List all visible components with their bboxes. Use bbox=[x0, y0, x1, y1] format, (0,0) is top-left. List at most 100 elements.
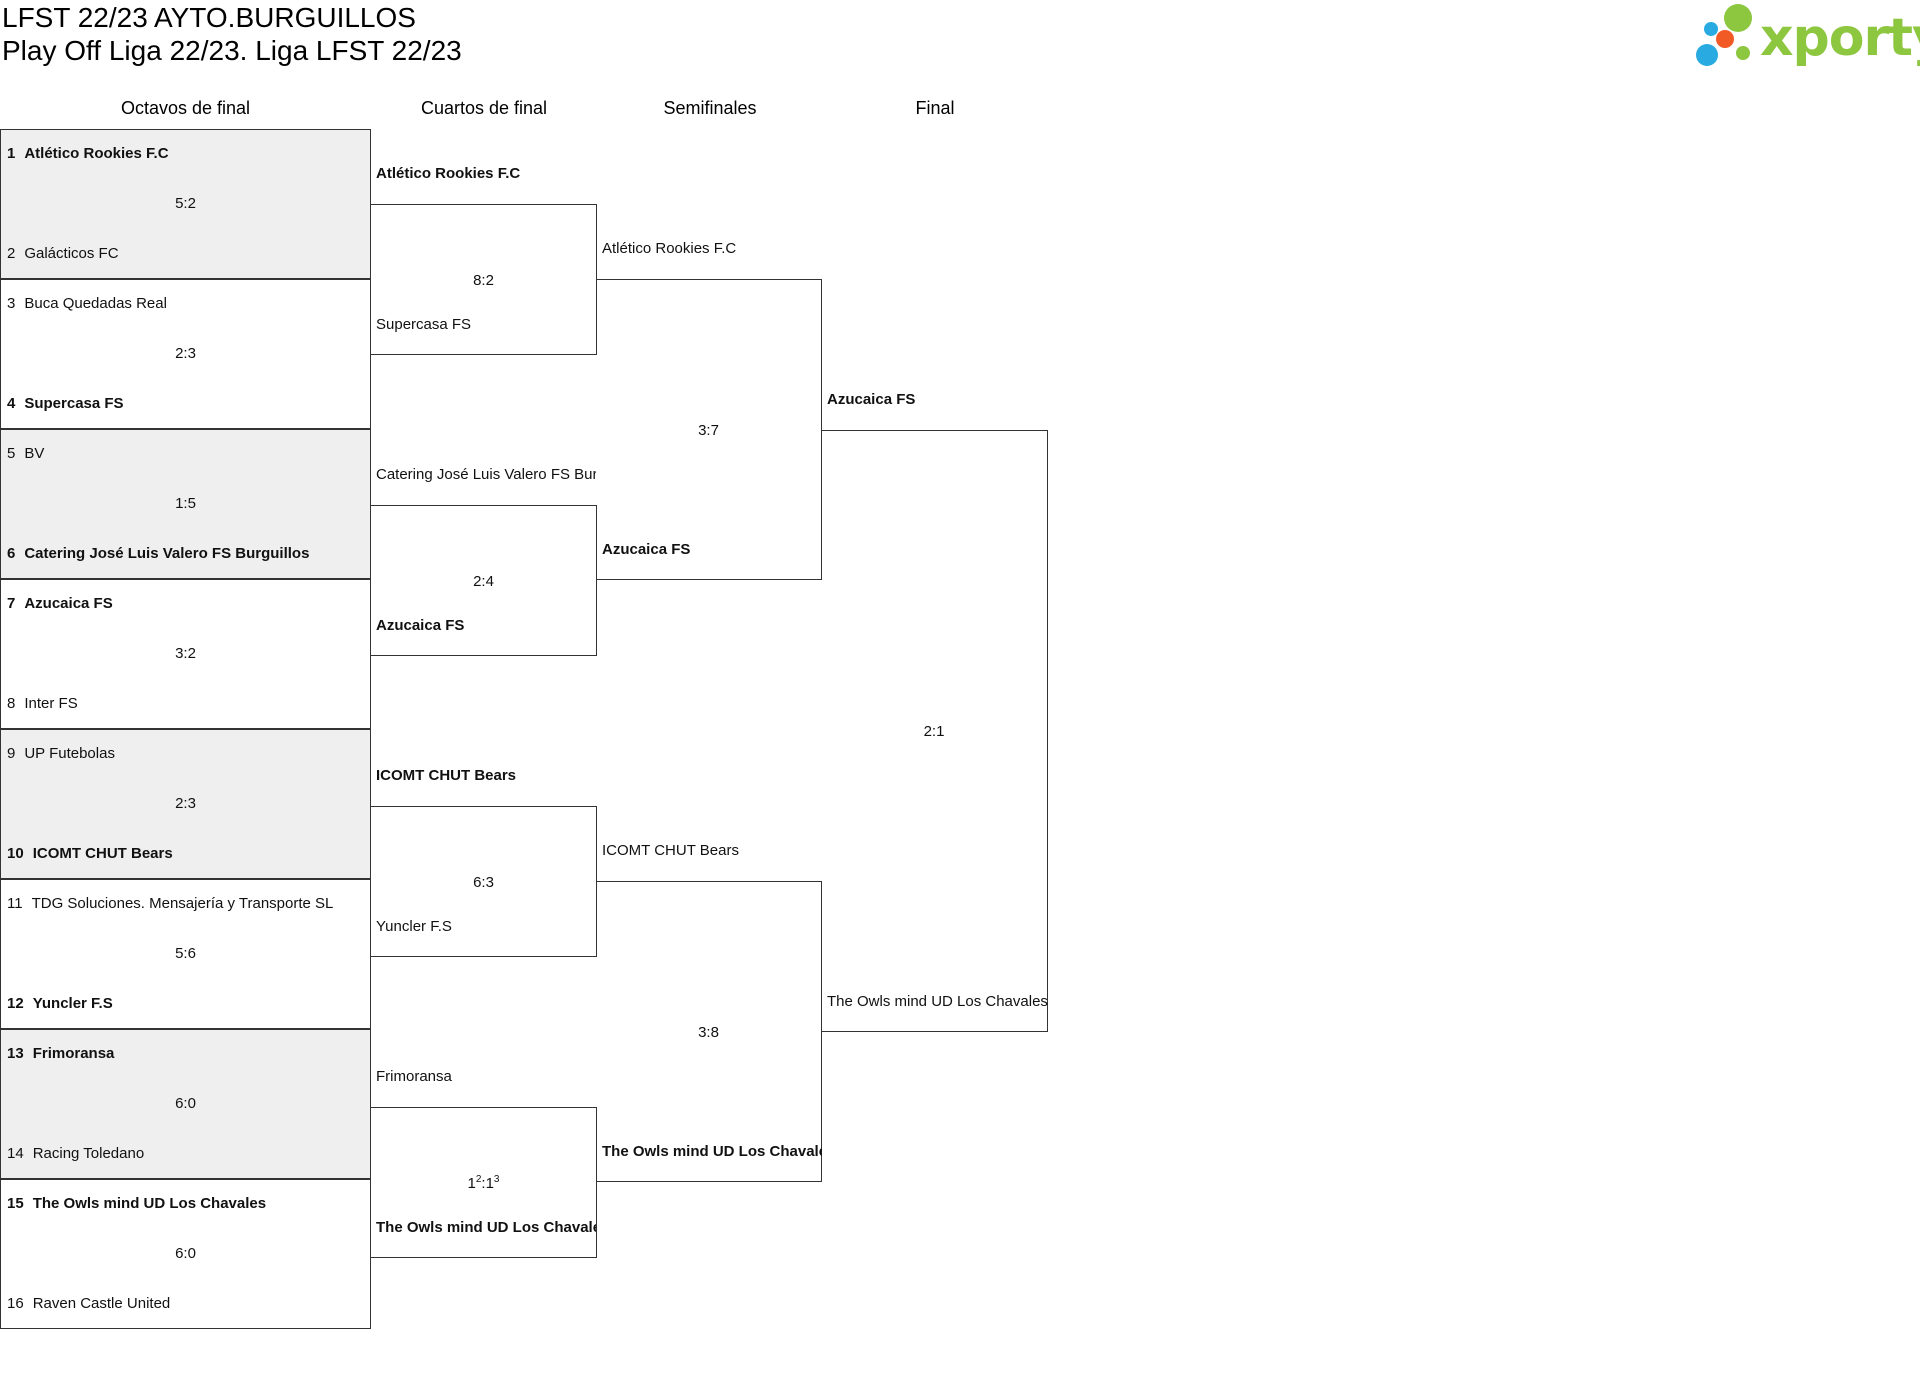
team-seed: 1 bbox=[7, 145, 16, 162]
team-seed: 7 bbox=[7, 595, 16, 612]
team-name: Frimoransa bbox=[32, 1045, 115, 1062]
team-seed: 4 bbox=[7, 395, 16, 412]
match-score: 2:4 bbox=[371, 572, 596, 592]
penalty-score-away: 3 bbox=[493, 1173, 500, 1185]
logo-dot-blue bbox=[1696, 44, 1718, 66]
team-name: BV bbox=[24, 445, 45, 462]
team-name: Supercasa FS bbox=[24, 395, 124, 412]
final-team-name[interactable]: Azucaica FS bbox=[827, 391, 916, 408]
r16-match[interactable]: 3 Buca Quedadas Real 4 Supercasa FS 2:3 bbox=[0, 279, 371, 429]
qf-team-name[interactable]: Yuncler F.S bbox=[376, 918, 452, 935]
match-score: 3:2 bbox=[175, 645, 196, 662]
r16-team[interactable]: 13 Frimoransa bbox=[7, 1044, 114, 1064]
sf-team-name[interactable]: Azucaica FS bbox=[602, 541, 691, 558]
qf-match[interactable]: 2:4 bbox=[371, 505, 597, 656]
team-name: Yuncler F.S bbox=[32, 995, 113, 1012]
final-match[interactable]: 2:1 bbox=[821, 430, 1048, 1032]
team-seed: 9 bbox=[7, 745, 16, 762]
qf-team-name[interactable]: Catering José Luis Valero FS Burguillos bbox=[376, 466, 596, 483]
sf-match[interactable]: 3:8 bbox=[596, 881, 822, 1182]
r16-match[interactable]: 5 BV 6 Catering José Luis Valero FS Burguil… bbox=[0, 429, 371, 579]
round-header-sf: Semifinales bbox=[663, 98, 757, 118]
team-name: Inter FS bbox=[24, 695, 78, 712]
team-name: Azucaica FS bbox=[24, 595, 113, 612]
sf-match[interactable]: 3:7 bbox=[596, 279, 822, 580]
qf-team-name[interactable]: Frimoransa bbox=[376, 1068, 452, 1085]
round-header-final: Final bbox=[915, 98, 955, 118]
score-value: 2:1 bbox=[923, 723, 945, 740]
r16-team[interactable]: 3 Buca Quedadas Real bbox=[7, 294, 167, 314]
page-title: LFST 22/23 AYTO.BURGUILLOS bbox=[2, 2, 416, 33]
score-value: 3:8 bbox=[698, 1023, 719, 1041]
team-seed: 6 bbox=[7, 545, 16, 562]
team-seed: 5 bbox=[7, 445, 16, 462]
team-name: Atlético Rookies F.C bbox=[24, 145, 169, 162]
sf-team-name[interactable]: The Owls mind UD Los Chavales bbox=[602, 1143, 822, 1160]
match-score: 6:0 bbox=[175, 1245, 196, 1262]
team-name: Buca Quedadas Real bbox=[24, 295, 167, 312]
match-score: 12:13 bbox=[467, 1173, 500, 1192]
r16-team[interactable]: 5 BV bbox=[7, 444, 44, 464]
match-score: 8:2 bbox=[371, 271, 596, 291]
final-team-name[interactable]: The Owls mind UD Los Chavales bbox=[827, 993, 1048, 1010]
logo-dot-orange bbox=[1716, 30, 1734, 48]
logo-dot-green bbox=[1724, 4, 1752, 32]
team-name: Catering José Luis Valero FS Burguillos bbox=[24, 545, 310, 562]
r16-team[interactable]: 6 Catering José Luis Valero FS Burguillos bbox=[7, 544, 309, 564]
logo-wordmark: xporty bbox=[1760, 8, 1920, 68]
r16-team[interactable]: 7 Azucaica FS bbox=[7, 594, 113, 614]
qf-team-name[interactable]: The Owls mind UD Los Chavales bbox=[376, 1219, 596, 1236]
team-name: UP Futebolas bbox=[24, 745, 115, 762]
team-seed: 12 bbox=[7, 995, 24, 1012]
team-seed: 8 bbox=[7, 695, 16, 712]
page-subtitle: Play Off Liga 22/23. Liga LFST 22/23 bbox=[2, 35, 462, 66]
qf-team-name[interactable]: ICOMT CHUT Bears bbox=[376, 767, 517, 784]
team-seed: 11 bbox=[7, 895, 23, 912]
team-name: Galácticos FC bbox=[24, 245, 119, 262]
team-seed: 3 bbox=[7, 295, 16, 312]
team-seed: 14 bbox=[7, 1145, 24, 1162]
score-value: 3:7 bbox=[698, 421, 719, 439]
team-name: Raven Castle United bbox=[32, 1295, 171, 1312]
r16-team[interactable]: 14 Racing Toledano bbox=[7, 1144, 144, 1164]
score-home: 1 bbox=[467, 1174, 476, 1192]
sf-team-name[interactable]: ICOMT CHUT Bears bbox=[602, 842, 739, 859]
match-score: 2:3 bbox=[175, 345, 196, 362]
match-score: 5:2 bbox=[175, 195, 196, 212]
r16-team[interactable]: 9 UP Futebolas bbox=[7, 744, 115, 764]
qf-team-name[interactable]: Atlético Rookies F.C bbox=[376, 165, 521, 182]
match-score: 6:0 bbox=[175, 1095, 196, 1112]
score-value: 8:2 bbox=[473, 271, 494, 289]
sf-team-name[interactable]: Atlético Rookies F.C bbox=[602, 240, 737, 257]
qf-team-name[interactable]: Supercasa FS bbox=[376, 316, 472, 333]
score-value: 6:3 bbox=[473, 873, 494, 891]
logo-dot-green-small bbox=[1736, 46, 1750, 60]
penalty-score-home: 2 bbox=[475, 1173, 482, 1185]
match-score: 3:7 bbox=[596, 421, 821, 441]
team-name: Racing Toledano bbox=[32, 1145, 145, 1162]
r16-team[interactable]: 1 Atlético Rookies F.C bbox=[7, 144, 169, 164]
team-seed: 10 bbox=[7, 845, 24, 862]
match-score: 5:6 bbox=[175, 945, 196, 962]
r16-team[interactable]: 8 Inter FS bbox=[7, 694, 78, 714]
team-seed: 15 bbox=[7, 1195, 24, 1212]
team-seed: 13 bbox=[7, 1045, 24, 1062]
r16-team[interactable]: 12 Yuncler F.S bbox=[7, 994, 113, 1014]
match-score: 2:1 bbox=[821, 722, 1047, 742]
score-value: 2:4 bbox=[473, 572, 494, 590]
qf-team-name[interactable]: Azucaica FS bbox=[376, 617, 465, 634]
r16-match[interactable]: 13 Frimoransa 14 Racing Toledano 6:0 bbox=[0, 1029, 371, 1179]
qf-match[interactable]: 12:13 bbox=[371, 1107, 597, 1258]
r16-match[interactable]: 7 Azucaica FS 8 Inter FS 3:2 bbox=[0, 579, 371, 729]
xporty-logo[interactable]: xporty bbox=[1694, 4, 1920, 74]
r16-team[interactable]: 4 Supercasa FS bbox=[7, 394, 124, 414]
